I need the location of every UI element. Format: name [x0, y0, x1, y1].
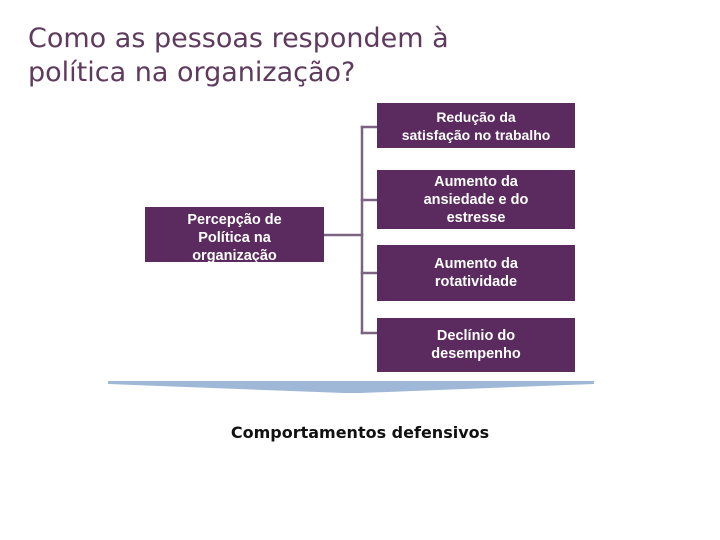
- wedge-shape: [108, 381, 594, 393]
- wedge-decoration: [108, 381, 594, 393]
- node-branch-1[interactable]: Redução da satisfação no trabalho: [377, 103, 575, 148]
- node-branch-3[interactable]: Aumento da rotatividade: [377, 245, 575, 301]
- node-branch-2-label: Aumento da ansiedade e do estresse: [423, 173, 529, 226]
- node-branch-1-label: Redução da satisfação no trabalho: [401, 108, 551, 143]
- node-branch-2[interactable]: Aumento da ansiedade e do estresse: [377, 170, 575, 229]
- caption-text: Comportamentos defensivos: [230, 423, 490, 442]
- node-root[interactable]: Percepção de Política na organização: [145, 207, 324, 262]
- node-branch-3-label: Aumento da rotatividade: [434, 256, 518, 290]
- node-branch-4-label: Declínio do desempenho: [431, 328, 521, 362]
- node-root-label: Percepção de Política na organização: [187, 212, 282, 262]
- page-title: Como as pessoas respondem à política na …: [28, 23, 449, 88]
- node-branch-4[interactable]: Declínio do desempenho: [377, 318, 575, 372]
